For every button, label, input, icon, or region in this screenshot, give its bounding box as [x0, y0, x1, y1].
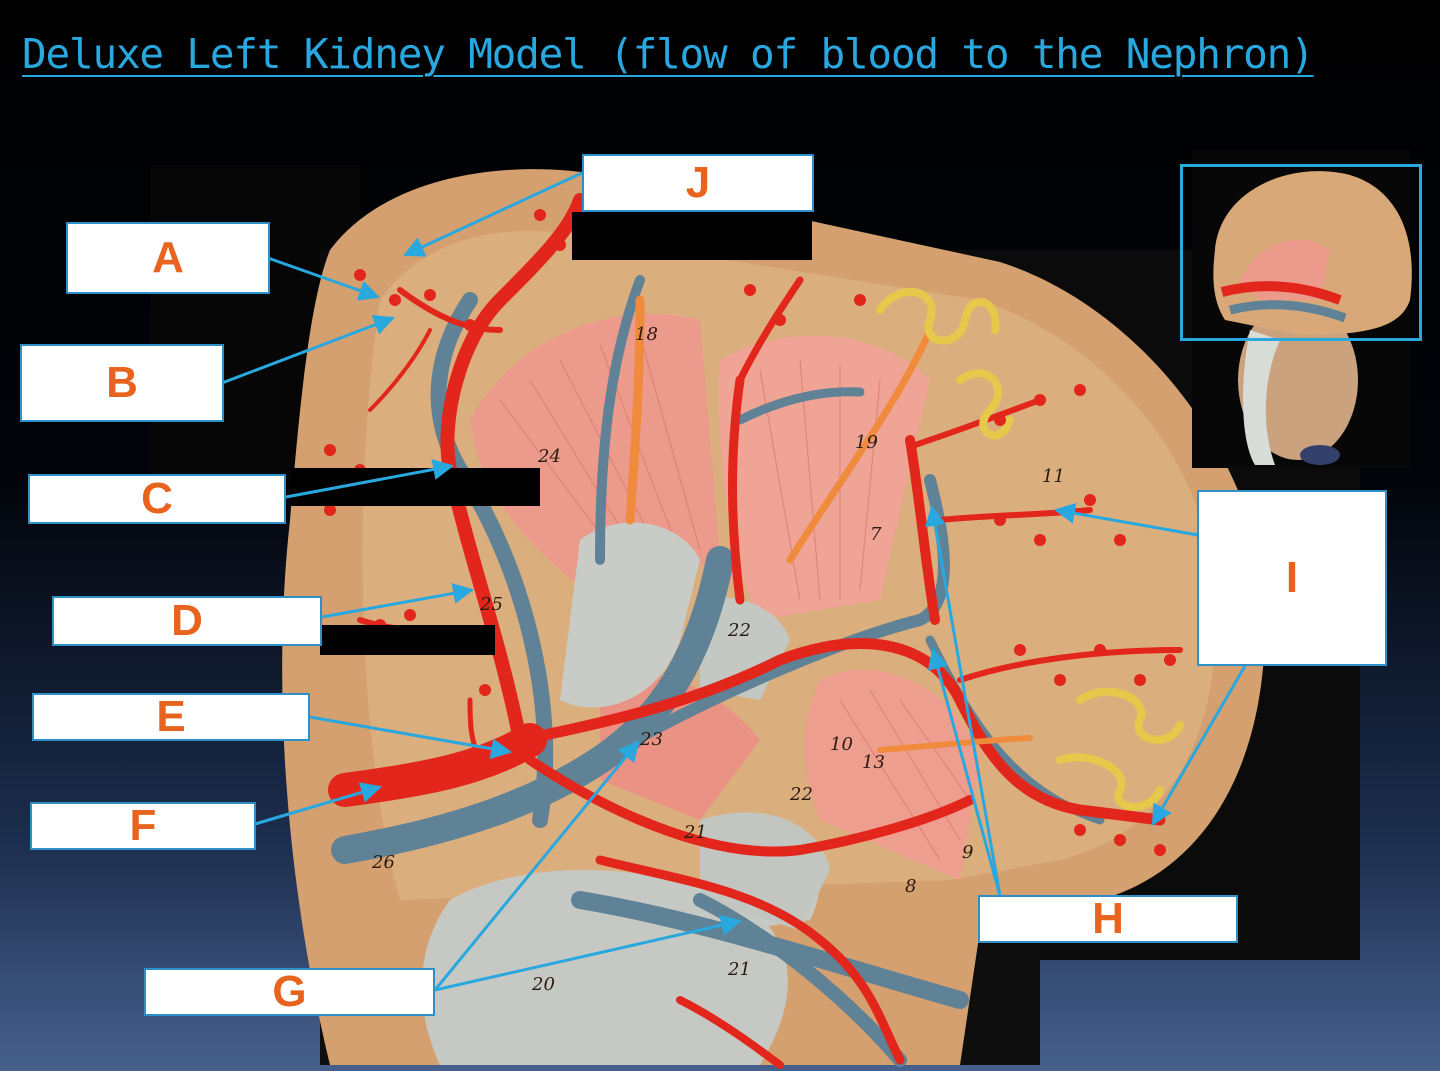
- model-number: 26: [371, 852, 395, 873]
- model-number: 19: [855, 432, 878, 453]
- label-g-text: G: [272, 967, 307, 1016]
- model-number: 22: [727, 620, 751, 641]
- label-j[interactable]: J: [582, 154, 814, 212]
- label-c-text: C: [141, 474, 173, 523]
- slide-title: Deluxe Left Kidney Model (flow of blood …: [22, 30, 1315, 78]
- label-d[interactable]: D: [52, 596, 322, 646]
- model-number: 7: [870, 524, 882, 545]
- label-b-text: B: [106, 358, 138, 407]
- label-a-text: A: [152, 233, 184, 282]
- model-number: 21: [683, 822, 707, 843]
- thumbnail-highlight-frame: [1180, 164, 1422, 341]
- label-e-text: E: [156, 692, 186, 741]
- label-a[interactable]: A: [66, 222, 270, 294]
- label-f[interactable]: F: [30, 801, 256, 850]
- label-b[interactable]: B: [20, 344, 224, 422]
- label-i[interactable]: I: [1197, 490, 1387, 666]
- model-number: 24: [537, 446, 561, 467]
- label-e[interactable]: E: [32, 692, 310, 741]
- label-g[interactable]: G: [144, 967, 435, 1016]
- label-c[interactable]: C: [28, 474, 286, 524]
- label-j-text: J: [685, 158, 711, 207]
- model-number: 22: [789, 784, 813, 805]
- model-number: 10: [830, 734, 853, 755]
- model-number: 21: [727, 959, 751, 980]
- label-i-text: I: [1285, 553, 1299, 602]
- model-number: 20: [531, 974, 555, 995]
- model-number: 8: [905, 876, 916, 897]
- label-h-text: H: [1092, 894, 1124, 943]
- model-number: 25: [479, 594, 503, 615]
- model-number: 18: [635, 324, 658, 345]
- label-d-text: D: [171, 596, 203, 645]
- model-number: 9: [962, 842, 973, 863]
- model-number: 23: [639, 729, 663, 750]
- model-number: 13: [862, 752, 885, 773]
- label-h[interactable]: H: [978, 894, 1238, 943]
- label-f-text: F: [129, 801, 157, 850]
- model-number: 11: [1042, 466, 1065, 487]
